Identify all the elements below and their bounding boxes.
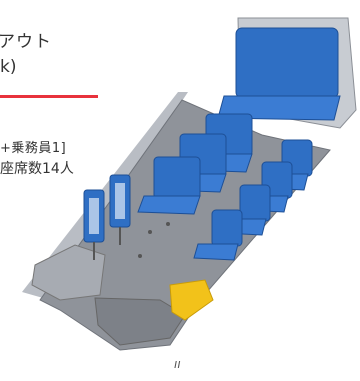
left-seat-row-3 <box>137 156 201 215</box>
title-underline <box>0 95 98 98</box>
folding-seat-2 <box>109 174 131 245</box>
right-seat-4 <box>193 209 243 261</box>
left-wall <box>22 92 188 300</box>
seat-count: 座席数14人 <box>0 161 74 177</box>
crew-note: +乗務員1] <box>0 141 67 156</box>
layout-title: アウト <box>0 32 52 52</box>
folding-seat-1 <box>83 189 105 260</box>
entry-step <box>169 279 214 321</box>
floor-mark: ıı <box>174 357 181 371</box>
floor-step <box>94 297 186 346</box>
layout-subtitle: k) <box>0 57 17 77</box>
rear-seat-back <box>235 27 339 99</box>
floor-platform <box>31 244 106 301</box>
